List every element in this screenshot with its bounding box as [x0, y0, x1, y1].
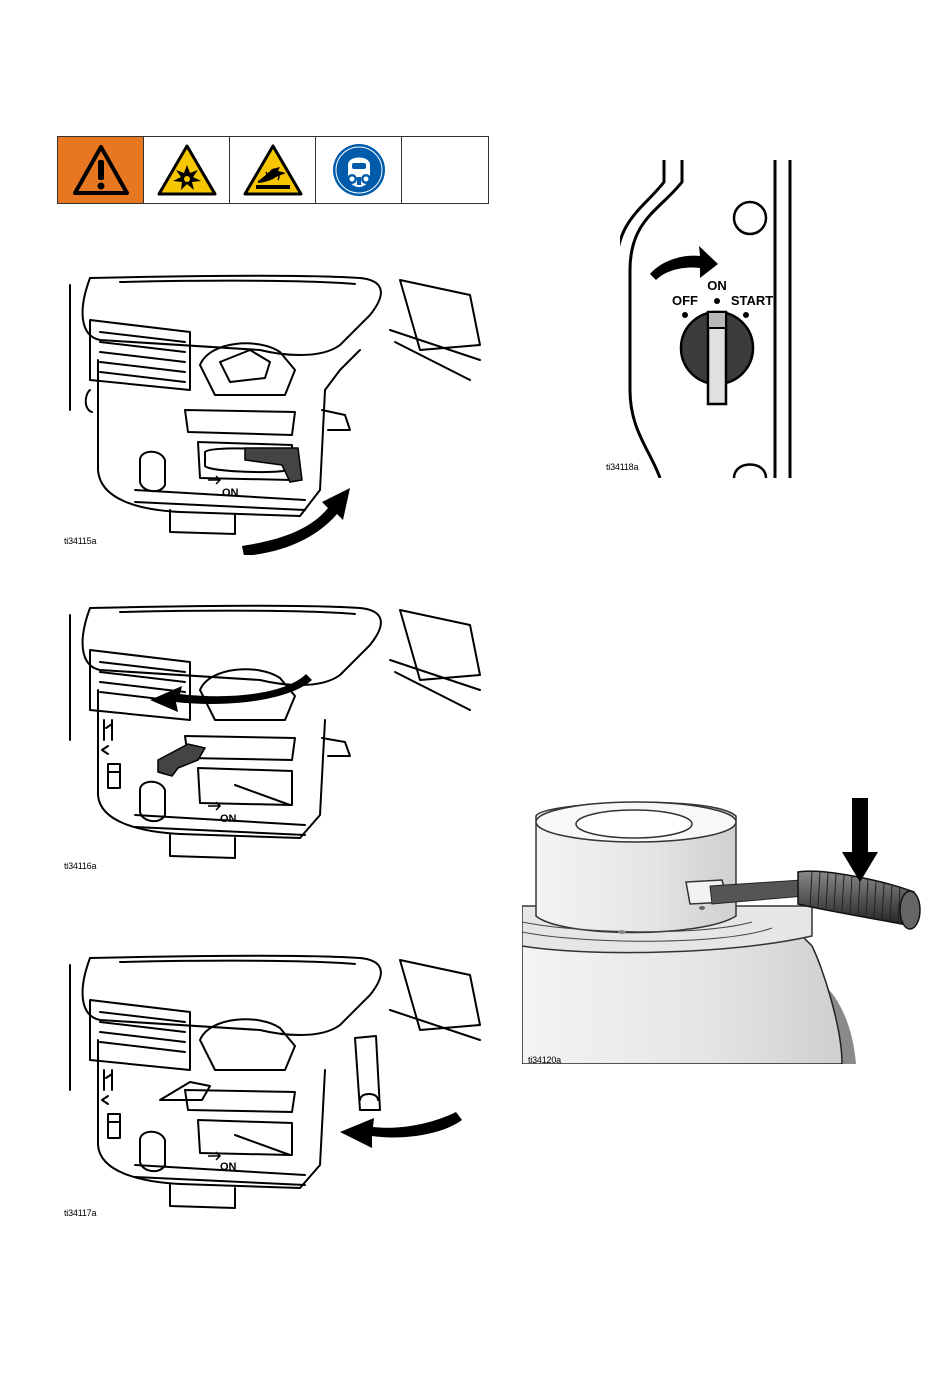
fig3-on-text: ON [220, 1161, 237, 1173]
fig2-on-text: ON [220, 813, 237, 825]
figure-throttle-lever: ON [60, 950, 490, 1210]
fig4-label: ti34118a [606, 462, 638, 472]
warning-cell-respirator [316, 137, 402, 203]
down-arrow [842, 798, 878, 882]
figure-key-switch: ON OFF START [620, 160, 800, 478]
fig3-label: ti34117a [64, 1208, 96, 1218]
tool-handle [798, 871, 914, 926]
respirator-required-icon [330, 141, 388, 199]
burn-hazard-icon [242, 143, 304, 197]
general-warning-icon [72, 144, 130, 196]
rotate-arrow [650, 246, 718, 280]
fig1-label: ti34115a [64, 536, 96, 546]
warning-symbols-table [57, 136, 489, 204]
left-arrow [340, 1112, 462, 1148]
warning-cell-explosion [144, 137, 230, 203]
counterclockwise-arrow [150, 674, 312, 712]
fig4-on-text: ON [707, 278, 727, 293]
figure-fuel-valve-on: ON [60, 270, 490, 555]
warning-cell-general [58, 137, 144, 203]
fig5-label: ti34120a [528, 1055, 561, 1065]
figure-pump-tool [522, 796, 922, 1064]
figure-choke-lever: ON [60, 600, 490, 870]
explosion-hazard-icon [156, 143, 218, 197]
fig4-off-text: OFF [672, 293, 698, 308]
fig4-start-text: START [731, 293, 773, 308]
fig2-label: ti34116a [64, 861, 96, 871]
fig1-on-text: ON [222, 487, 239, 499]
warning-cell-burn [230, 137, 316, 203]
warning-cell-empty [402, 137, 488, 203]
